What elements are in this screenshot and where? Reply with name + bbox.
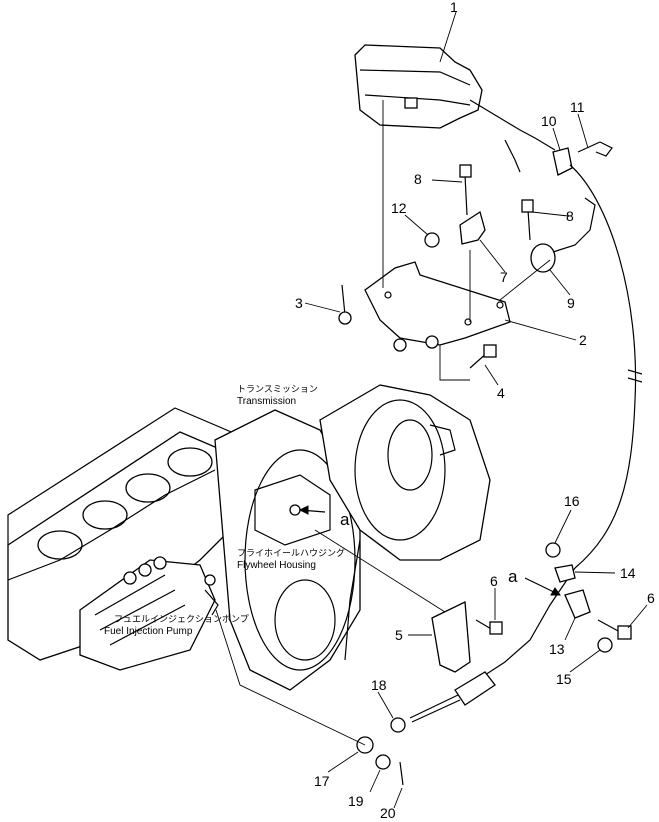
callout-19: 19: [348, 793, 364, 809]
callout-4: 4: [497, 385, 505, 401]
transmission-label-en: Transmission: [237, 396, 296, 407]
callout-13: 13: [549, 641, 565, 657]
part-16-nut: [545, 542, 561, 558]
part-15-nut: [597, 637, 613, 653]
ref-a-left: a: [340, 510, 350, 529]
callout-3: 3: [295, 295, 303, 311]
callout-20: 20: [380, 805, 396, 821]
callout-6-right: 6: [647, 590, 655, 606]
callout-14: 14: [620, 565, 636, 581]
leader-lines: [304, 11, 648, 809]
callout-17: 17: [314, 773, 330, 789]
callout-8-upper: 8: [414, 171, 422, 187]
part-14-clip: [554, 564, 576, 583]
part-2-mounting-plate: [364, 261, 511, 352]
part-5-bracket: [314, 529, 471, 673]
engine-block: [7, 407, 251, 661]
callout-8-right: 8: [566, 208, 574, 224]
callout-1: 1: [450, 0, 458, 15]
part-4-bolt: [469, 344, 497, 369]
part-19-nut: [375, 754, 391, 770]
callout-15: 15: [556, 671, 572, 687]
part-7-bracket: [459, 210, 486, 245]
part-8-bolt-right: [521, 199, 534, 241]
callout-5: 5: [395, 627, 403, 643]
part-9-switch: [530, 197, 596, 273]
pump-label-en: Fuel Injection Pump: [104, 626, 193, 637]
transmission: [319, 384, 491, 661]
callout-9: 9: [567, 295, 575, 311]
part-6-bolt-left: [475, 619, 503, 635]
part-18-nut: [390, 717, 406, 733]
callout-11: 11: [570, 99, 585, 115]
callout-6-left: 6: [490, 573, 498, 589]
callout-18: 18: [371, 677, 387, 693]
fuel-injection-pump: [79, 556, 219, 671]
ref-a-right: a: [508, 567, 518, 586]
part-6-bolt-right: [597, 619, 632, 640]
part-13-clamp: [564, 589, 591, 619]
flywheel-housing: [214, 409, 361, 691]
part-20-pin: [399, 761, 404, 786]
callout-16: 16: [564, 493, 580, 509]
pump-label-jp: フュエルインジェクションポンプ: [114, 614, 249, 625]
callout-10: 10: [541, 113, 557, 129]
callout-7: 7: [500, 269, 508, 285]
part-3-bolt: [338, 284, 352, 325]
callout-2: 2: [579, 332, 587, 348]
flywheel-label-en: Flywheel Housing: [237, 560, 316, 571]
part-10-clamp: [552, 147, 573, 176]
part-1-control-box: [354, 44, 556, 173]
flywheel-label-jp: フライホイールハウジング: [237, 547, 345, 559]
control-cable: [569, 164, 637, 569]
transmission-label-jp: トランスミッション: [237, 384, 318, 395]
part-11-bolt: [577, 141, 613, 157]
part-12-nut: [424, 232, 440, 248]
part-8-bolt-upper: [459, 164, 472, 216]
callout-12: 12: [391, 200, 407, 216]
